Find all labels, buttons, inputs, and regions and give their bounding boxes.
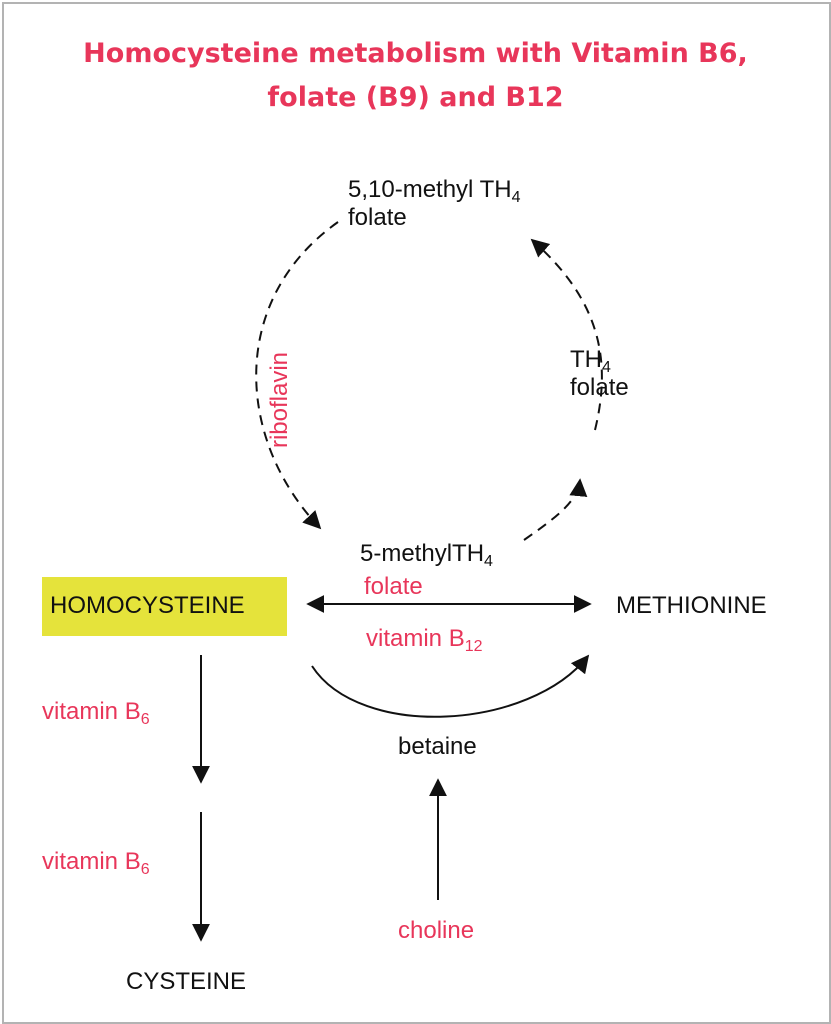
node-methionine: METHIONINE (616, 592, 767, 619)
node-th4-folate: TH4 folate (570, 346, 629, 401)
arrow-510-to-5methyl (255, 221, 339, 530)
node-510-methyl-th4-folate: 5,10-methyl TH4 folate (348, 176, 521, 231)
cofactor-riboflavin: riboflavin (266, 351, 293, 449)
cofactor-folate: folate (364, 573, 423, 600)
cofactor-vitamin-b6-second: vitamin B6 (42, 848, 150, 878)
cofactor-vitamin-b12: vitamin B12 (366, 625, 483, 655)
cofactor-choline: choline (398, 917, 475, 944)
node-cysteine: CYSTEINE (126, 968, 247, 995)
arrow-th4-to-510 (530, 238, 603, 431)
diagram-title: Homocysteine metabolism with Vitamin B6,… (0, 32, 831, 120)
homocysteine-highlight (42, 577, 287, 636)
title-line-1: Homocysteine metabolism with Vitamin B6, (83, 38, 748, 69)
node-homocysteine: HOMOCYSTEINE (50, 592, 245, 619)
cofactor-vitamin-b6-first: vitamin B6 (42, 698, 150, 728)
arrow-betaine-route (311, 654, 590, 718)
node-5-methyl-th4: 5-methylTH4 (360, 540, 493, 570)
node-betaine: betaine (398, 733, 477, 760)
title-line-2: folate (B9) and B12 (267, 82, 564, 113)
arrow-5methyl-to-th4 (523, 478, 588, 541)
